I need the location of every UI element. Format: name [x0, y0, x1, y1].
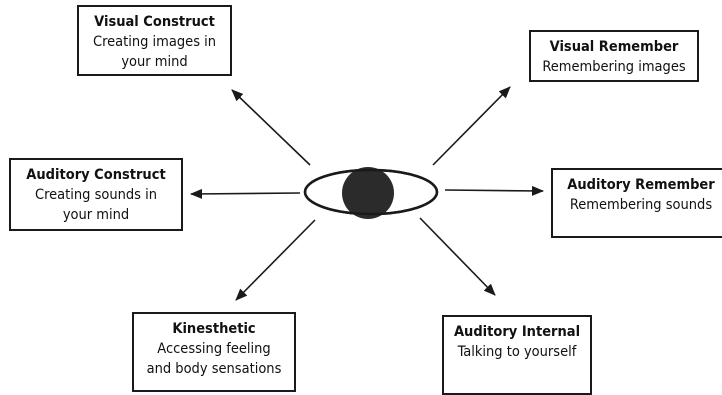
arrow-to-visual-construct-icon	[231, 89, 311, 166]
visual-remember-box: Visual Remember Remembering images	[529, 30, 699, 82]
visual-remember-title: Visual Remember	[549, 39, 679, 55]
auditory-construct-title: Auditory Construct	[26, 167, 166, 183]
visual-remember-description: Remembering images	[531, 57, 697, 77]
auditory-internal-description: Talking to yourself	[444, 342, 590, 362]
auditory-internal-title: Auditory Internal	[453, 324, 581, 340]
visual-construct-desc-line-2: your mind	[121, 54, 188, 70]
auditory-remember-desc-line-1: Remembering sounds	[569, 197, 713, 213]
auditory-construct-desc-line-2: your mind	[62, 207, 130, 223]
auditory-remember-title: Auditory Remember	[567, 177, 715, 193]
kinesthetic-description: Accessing feeling and body sensations	[134, 339, 294, 379]
arrow-to-auditory-construct-icon	[190, 188, 301, 199]
visual-construct-title: Visual Construct	[94, 14, 215, 30]
eye-accessing-cues-diagram: Visual Construct Creating images in your…	[9, 5, 722, 395]
eye-icon	[303, 167, 439, 219]
auditory-construct-desc-line-1: Creating sounds in	[34, 187, 158, 203]
eye-outline-overlay	[303, 168, 439, 216]
arrow-to-visual-remember-icon	[432, 86, 511, 166]
arrow-to-auditory-internal-icon	[419, 217, 496, 296]
kinesthetic-title: Kinesthetic	[172, 321, 256, 337]
auditory-internal-box: Auditory Internal Talking to yourself	[442, 315, 592, 395]
arrow-to-auditory-remember-icon	[444, 185, 544, 196]
visual-remember-desc-line-1: Remembering images	[542, 59, 686, 75]
eye-pupil	[342, 167, 394, 219]
auditory-internal-desc-line-1: Talking to yourself	[457, 344, 577, 360]
visual-construct-desc-line-1: Creating images in	[92, 34, 217, 50]
auditory-construct-box: Auditory Construct Creating sounds in yo…	[9, 158, 183, 231]
kinesthetic-desc-line-2: and body sensations	[146, 361, 282, 377]
arrows	[190, 86, 544, 301]
auditory-remember-box: Auditory Remember Remembering sounds	[551, 168, 722, 238]
arrow-to-kinesthetic-icon	[235, 219, 316, 301]
kinesthetic-box: Kinesthetic Accessing feeling and body s…	[132, 312, 296, 392]
kinesthetic-desc-line-1: Accessing feeling	[157, 341, 271, 357]
visual-construct-box: Visual Construct Creating images in your…	[77, 5, 232, 76]
visual-construct-description: Creating images in your mind	[79, 32, 230, 72]
auditory-construct-description: Creating sounds in your mind	[11, 185, 181, 225]
auditory-remember-description: Remembering sounds	[553, 195, 722, 215]
connector-layer	[190, 86, 544, 301]
